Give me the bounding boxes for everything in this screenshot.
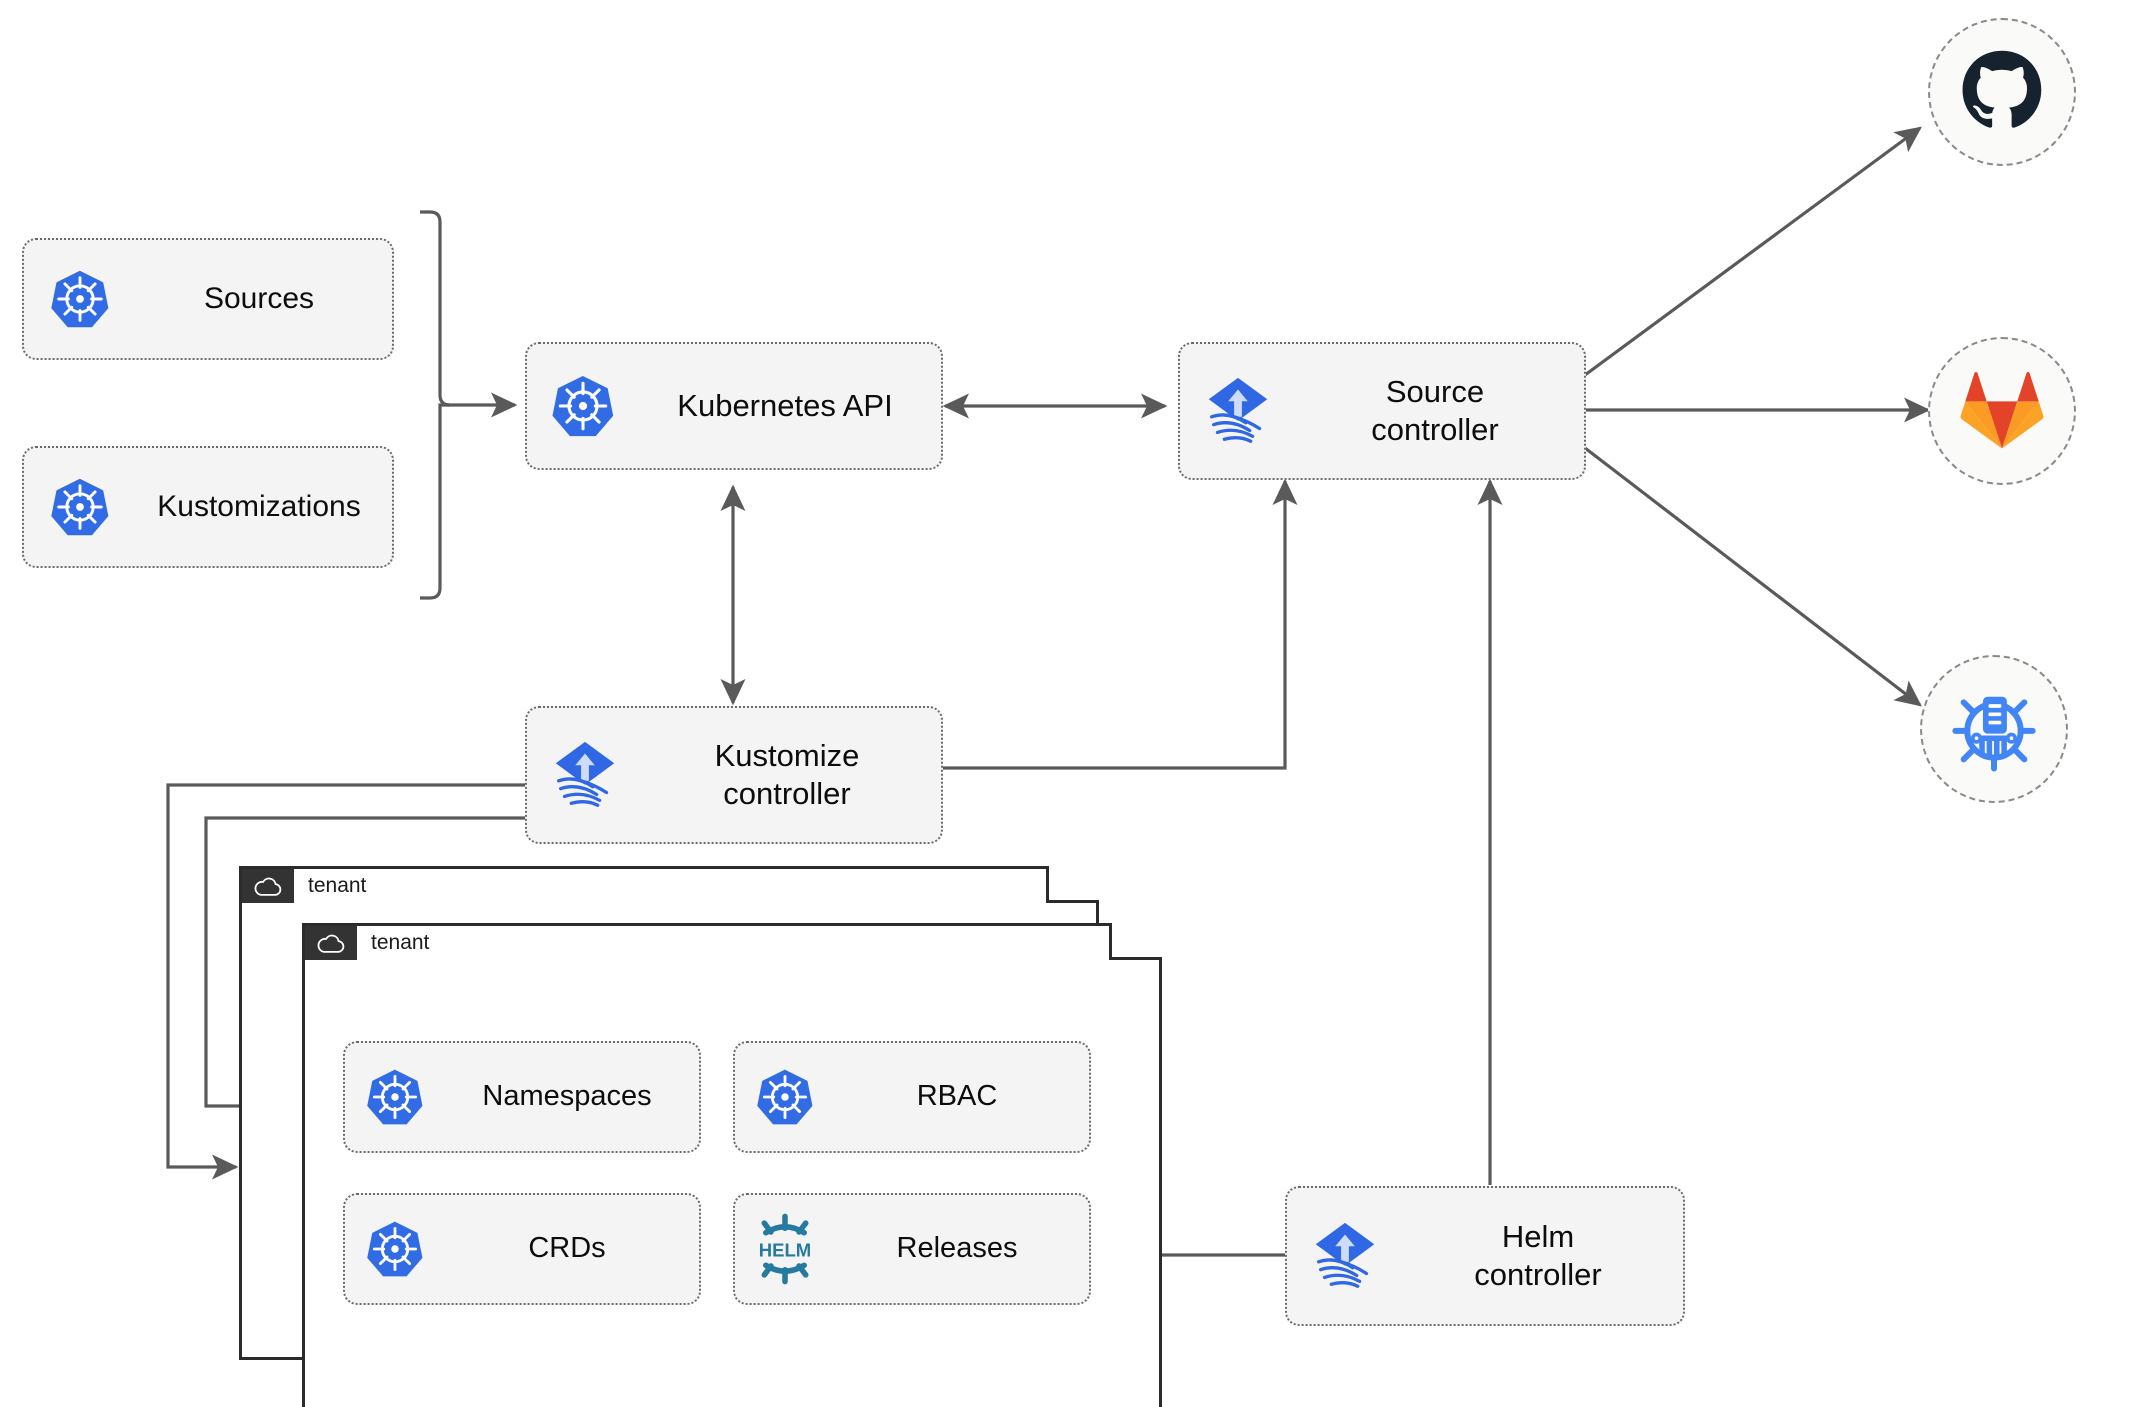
helm-icon: HELM — [735, 1212, 835, 1286]
flux-icon — [1180, 372, 1296, 450]
edge-source-github — [1584, 126, 1922, 377]
node-kustomizations[interactable]: Kustomizations — [22, 446, 394, 568]
node-namespaces-label: Namespaces — [482, 1080, 652, 1113]
tenant-tab-back-label: tenant — [308, 874, 367, 897]
tenant-tab-back[interactable]: tenant — [239, 866, 1049, 903]
edge-source-helmrepo — [1584, 446, 1922, 707]
node-helm-controller-label: Helm controller — [1474, 1219, 1602, 1292]
node-crds[interactable]: CRDs — [343, 1193, 701, 1305]
edge-kustomize-source — [940, 478, 1298, 770]
provider-gitlab[interactable] — [1928, 337, 2076, 485]
tenant-window-front[interactable]: tenant — [302, 923, 1162, 1407]
flux-icon — [1287, 1217, 1403, 1295]
node-crds-label: CRDs — [528, 1232, 606, 1265]
kubernetes-icon — [24, 268, 136, 330]
gitlab-icon — [1960, 371, 2044, 449]
kubernetes-icon — [345, 1067, 445, 1127]
node-rbac-label: RBAC — [916, 1080, 998, 1113]
provider-helm-repository[interactable] — [1920, 655, 2068, 803]
helm-repository-icon — [1952, 696, 2036, 772]
edge-bracket-sources — [420, 210, 451, 600]
node-kustomizations-label: Kustomizations — [157, 489, 361, 523]
kubernetes-icon — [527, 373, 639, 439]
node-source-controller[interactable]: Source controller — [1178, 342, 1586, 480]
svg-text:HELM: HELM — [759, 1239, 811, 1260]
kubernetes-icon — [24, 476, 136, 538]
node-kubernetes-api[interactable]: Kubernetes API — [525, 342, 943, 470]
flux-icon — [527, 736, 643, 814]
node-sources[interactable]: Sources — [22, 238, 394, 360]
node-kubernetes-api-label: Kubernetes API — [677, 388, 893, 424]
node-kustomize-controller[interactable]: Kustomize controller — [525, 706, 943, 844]
node-rbac[interactable]: RBAC — [733, 1041, 1091, 1153]
node-releases-label: Releases — [896, 1232, 1018, 1265]
tenant-tab-front[interactable]: tenant — [302, 923, 1112, 960]
github-icon — [1962, 50, 2042, 128]
tenant-tab-front-label: tenant — [371, 931, 430, 954]
node-helm-controller[interactable]: Helm controller — [1285, 1186, 1685, 1326]
node-releases[interactable]: HELM Releases — [733, 1193, 1091, 1305]
provider-github[interactable] — [1928, 18, 2076, 166]
node-kustomize-controller-label: Kustomize controller — [714, 738, 860, 811]
node-namespaces[interactable]: Namespaces — [343, 1041, 701, 1153]
kubernetes-icon — [345, 1219, 445, 1279]
node-sources-label: Sources — [203, 281, 315, 315]
kubernetes-icon — [735, 1067, 835, 1127]
cloud-icon — [305, 926, 357, 960]
cloud-icon — [242, 869, 294, 903]
node-source-controller-label: Source controller — [1371, 374, 1499, 447]
